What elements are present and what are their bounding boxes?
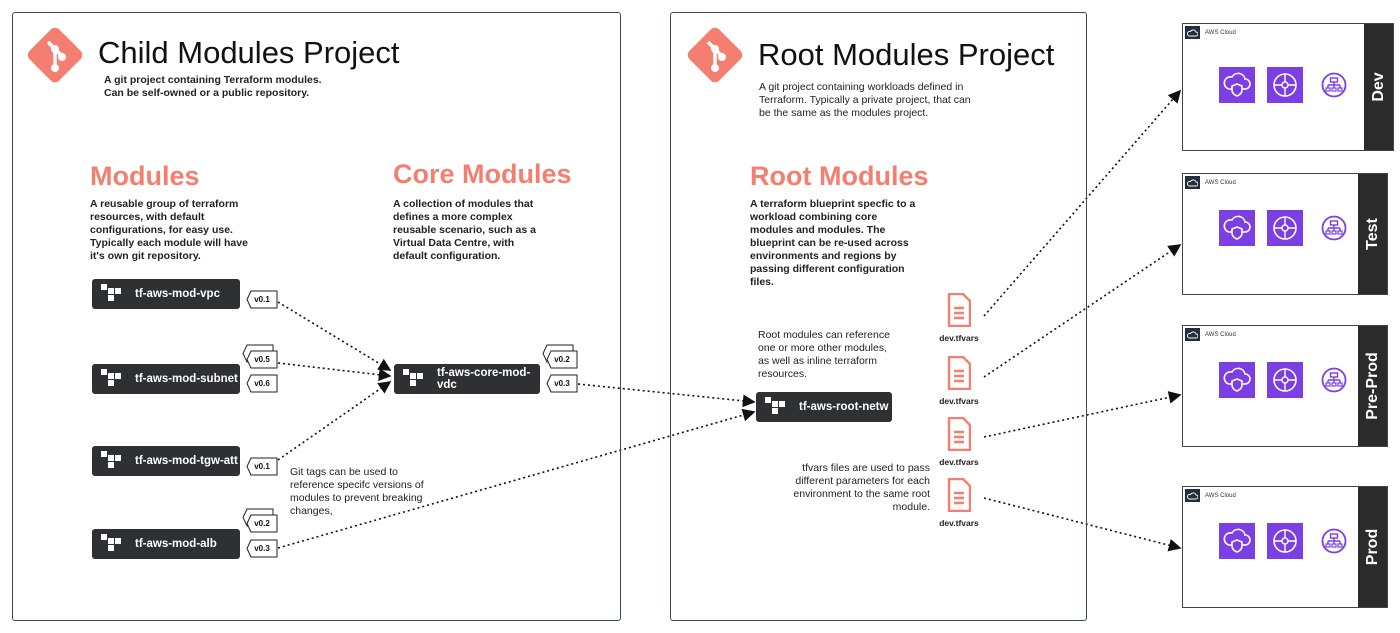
env-name: Pre-Prod bbox=[1363, 352, 1381, 420]
transit-gateway-icon bbox=[1267, 362, 1303, 398]
cloud-shield-icon bbox=[1219, 210, 1255, 246]
module-alb[interactable]: tf-aws-mod-alb bbox=[92, 529, 240, 559]
git-logo-icon bbox=[27, 27, 83, 83]
tfvars-label: dev.tfvars bbox=[939, 518, 979, 528]
aws-cloud-badge: AWS Cloud bbox=[1185, 489, 1236, 502]
child-project-title: Child Modules Project bbox=[98, 35, 400, 70]
root-modules-desc: A terraform blueprint specfic to a workl… bbox=[750, 198, 916, 288]
cloud-shield-icon bbox=[1219, 362, 1255, 398]
aws-cloud-icon bbox=[1185, 176, 1200, 189]
file-icon bbox=[947, 355, 972, 391]
module-label: tf-aws-mod-subnet bbox=[135, 373, 238, 385]
root-modules-panel bbox=[670, 12, 1087, 621]
env-label-bar: Test bbox=[1358, 174, 1387, 294]
tfvars-file-1[interactable]: dev.tfvars bbox=[929, 292, 989, 343]
terraform-icon bbox=[403, 369, 423, 386]
terraform-icon bbox=[101, 451, 121, 468]
tfvars-label: dev.tfvars bbox=[939, 457, 979, 467]
load-balancer-icon bbox=[1321, 72, 1347, 98]
core-module-vdc[interactable]: tf-aws-core-mod-vdc bbox=[394, 364, 540, 394]
transit-gateway-icon bbox=[1267, 210, 1303, 246]
terraform-icon bbox=[101, 284, 121, 301]
root-project-title: Root Modules Project bbox=[758, 37, 1055, 72]
tag-subnet-v05[interactable]: v0.5 bbox=[246, 350, 278, 369]
file-icon bbox=[947, 416, 972, 452]
file-icon bbox=[947, 292, 972, 328]
aws-cloud-badge: AWS Cloud bbox=[1185, 176, 1236, 189]
transit-gateway-icon bbox=[1267, 523, 1303, 559]
edge-vpc-core bbox=[277, 301, 392, 371]
terraform-icon bbox=[101, 369, 121, 386]
module-label: tf-aws-core-mod-vdc bbox=[437, 367, 531, 391]
env-dev[interactable]: AWS Cloud Dev bbox=[1182, 23, 1394, 151]
tfvars-label: dev.tfvars bbox=[939, 333, 979, 343]
tfvars-note: tfvars files are used to pass different … bbox=[793, 462, 930, 513]
git-logo-icon bbox=[687, 27, 743, 83]
terraform-icon bbox=[101, 534, 121, 551]
env-name: Dev bbox=[1369, 72, 1387, 102]
tfvars-file-3[interactable]: dev.tfvars bbox=[929, 416, 989, 467]
tag-core-v03[interactable]: v0.3 bbox=[546, 374, 578, 393]
tag-alb-v03[interactable]: v0.3 bbox=[246, 539, 278, 558]
aws-cloud-icon bbox=[1185, 328, 1200, 341]
cloud-shield-icon bbox=[1219, 67, 1255, 103]
file-icon bbox=[947, 477, 972, 513]
root-ref-note: Root modules can reference one or more o… bbox=[758, 329, 890, 380]
root-modules-heading: Root Modules bbox=[750, 161, 929, 191]
edge-subnet-core bbox=[277, 362, 392, 382]
module-vpc[interactable]: tf-aws-mod-vpc bbox=[92, 279, 240, 309]
env-name: Prod bbox=[1363, 528, 1381, 566]
tag-subnet-v06[interactable]: v0.6 bbox=[246, 374, 278, 393]
transit-gateway-icon bbox=[1267, 67, 1303, 103]
tag-core-v02[interactable]: v0.2 bbox=[546, 350, 578, 369]
module-tgw-att[interactable]: tf-aws-mod-tgw-att bbox=[92, 446, 240, 476]
module-label: tf-aws-mod-vpc bbox=[135, 288, 220, 300]
aws-cloud-icon bbox=[1185, 26, 1200, 39]
child-modules-panel bbox=[12, 12, 621, 621]
cloud-shield-icon bbox=[1219, 523, 1255, 559]
core-modules-desc: A collection of modules that defines a m… bbox=[393, 198, 536, 262]
edge-tfvars4-prod bbox=[983, 497, 1182, 552]
modules-desc: A reusable group of terraform resources,… bbox=[90, 198, 248, 262]
aws-cloud-badge: AWS Cloud bbox=[1185, 26, 1236, 39]
env-name: Test bbox=[1363, 218, 1381, 250]
terraform-icon bbox=[765, 397, 785, 414]
module-label: tf-aws-root-netw bbox=[799, 401, 889, 413]
tag-tgw-v01[interactable]: v0.1 bbox=[246, 457, 278, 476]
load-balancer-icon bbox=[1321, 215, 1347, 241]
modules-heading: Modules bbox=[90, 161, 200, 191]
tfvars-label: dev.tfvars bbox=[939, 396, 979, 406]
env-label-bar: Prod bbox=[1358, 487, 1387, 607]
env-test[interactable]: AWS Cloud Test bbox=[1182, 173, 1388, 295]
tfvars-file-4[interactable]: dev.tfvars bbox=[929, 477, 989, 528]
tag-vpc-v01[interactable]: v0.1 bbox=[246, 290, 278, 309]
env-prod[interactable]: AWS Cloud Prod bbox=[1182, 486, 1388, 608]
load-balancer-icon bbox=[1321, 367, 1347, 393]
load-balancer-icon bbox=[1321, 528, 1347, 554]
env-label-bar: Pre-Prod bbox=[1358, 326, 1387, 446]
tag-alb-v02[interactable]: v0.2 bbox=[246, 514, 278, 533]
child-project-desc: A git project containing Terraform modul… bbox=[104, 74, 322, 99]
git-tags-note: Git tags can be used to reference specif… bbox=[290, 466, 424, 517]
env-preprod[interactable]: AWS Cloud Pre-Prod bbox=[1182, 325, 1388, 447]
tfvars-file-2[interactable]: dev.tfvars bbox=[929, 355, 989, 406]
root-project-desc: A git project containing workloads defin… bbox=[759, 81, 971, 119]
aws-cloud-badge: AWS Cloud bbox=[1185, 328, 1236, 341]
env-label-bar: Dev bbox=[1364, 24, 1393, 150]
edge-tfvars3-preprod bbox=[983, 391, 1182, 438]
core-modules-heading: Core Modules bbox=[393, 159, 572, 189]
edge-tfvars2-test bbox=[983, 244, 1182, 378]
root-module-netw[interactable]: tf-aws-root-netw bbox=[756, 392, 892, 422]
module-label: tf-aws-mod-tgw-att bbox=[135, 455, 238, 467]
module-subnet[interactable]: tf-aws-mod-subnet bbox=[92, 364, 240, 394]
aws-cloud-icon bbox=[1185, 489, 1200, 502]
module-label: tf-aws-mod-alb bbox=[135, 538, 217, 550]
